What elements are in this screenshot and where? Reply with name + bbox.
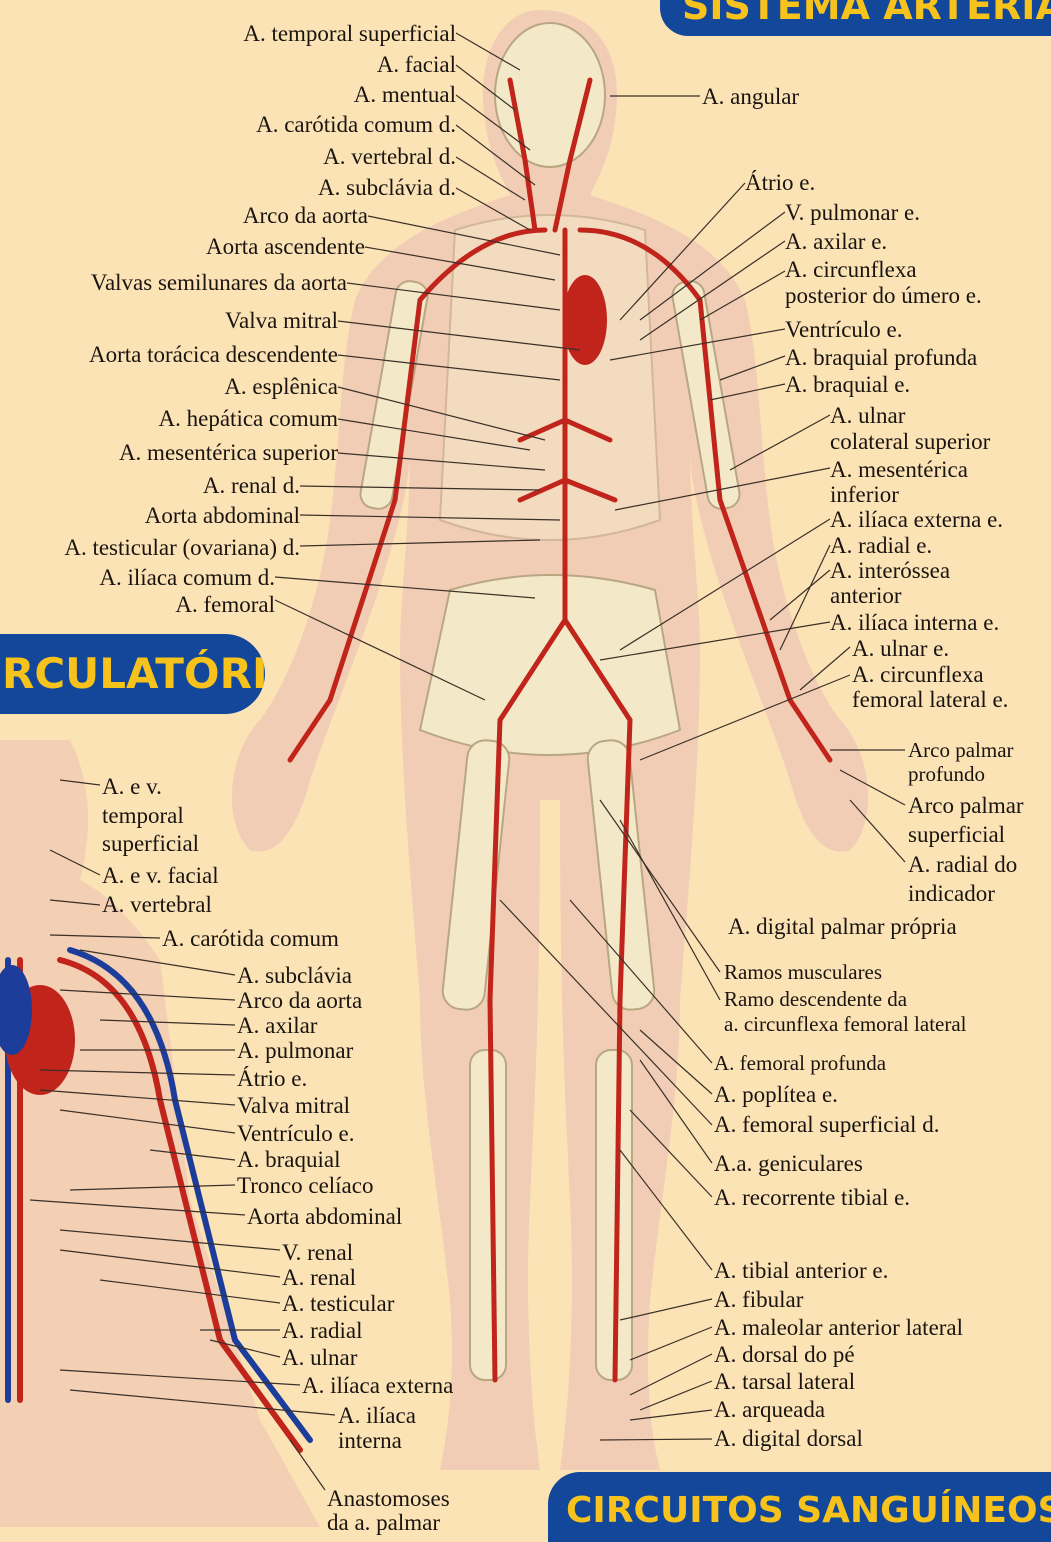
inset-label-pulmonar: A. pulmonar <box>237 1038 353 1063</box>
label-hepatica-comum: A. hepática comum <box>159 406 338 431</box>
banner-circulatorio: RCULATÓRIO <box>0 634 265 714</box>
label-recorrente-tibial-e: A. recorrente tibial e. <box>714 1185 910 1210</box>
label-ulnar-e: A. ulnar e. <box>852 636 949 661</box>
label-ramos-musculares: Ramos musculares <box>724 961 882 984</box>
label-arco-palmar-profundo-1: Arco palmar <box>908 739 1014 762</box>
banner-circuitos-sanguineos: CIRCUITOS SANGUÍNEOS <box>548 1472 1051 1542</box>
label-arco-da-aorta: Arco da aorta <box>243 203 368 228</box>
label-femoral: A. femoral <box>175 592 275 617</box>
label-geniculares: A.a. geniculares <box>714 1151 863 1176</box>
label-valva-mitral: Valva mitral <box>225 308 338 333</box>
label-fibular: A. fibular <box>714 1287 803 1312</box>
inset-label-valva-mitral: Valva mitral <box>237 1093 350 1118</box>
label-arco-palmar-superficial-2: superficial <box>908 822 1005 847</box>
inset-label-atrio-e: Átrio e. <box>237 1066 307 1091</box>
inset-label-v-renal: V. renal <box>282 1240 353 1265</box>
label-braquial-e: A. braquial e. <box>785 372 910 397</box>
label-iliaca-externa-e: A. ilíaca externa e. <box>830 507 1003 532</box>
label-mesenterica-inferior-1: A. mesentérica <box>830 457 968 482</box>
label-arco-palmar-profundo-2: profundo <box>908 763 985 786</box>
inset-label-iliaca-externa: A. ilíaca externa <box>302 1373 453 1398</box>
label-maleolar-anterior-lateral: A. maleolar anterior lateral <box>714 1315 963 1340</box>
label-poplitea-e: A. poplítea e. <box>714 1082 838 1107</box>
inset-label-temporal-2: temporal <box>102 803 184 828</box>
label-femoral-superficial-d: A. femoral superficial d. <box>714 1112 939 1137</box>
label-temporal-superficial: A. temporal superficial <box>243 21 456 46</box>
label-ramo-descendente-2: a. circunflexa femoral lateral <box>724 1013 967 1036</box>
label-mentual: A. mentual <box>354 82 456 107</box>
label-ulnar-colateral-1: A. ulnar <box>830 403 905 428</box>
label-digital-palmar-propria: A. digital palmar própria <box>728 914 957 939</box>
inset-label-vertebral: A. vertebral <box>102 892 212 917</box>
label-angular: A. angular <box>702 84 799 109</box>
inset-label-iliaca-interna-2: interna <box>338 1428 402 1453</box>
label-axilar-e: A. axilar e. <box>785 229 887 254</box>
label-mesenterica-inferior-2: inferior <box>830 482 899 507</box>
banner-sistema-arterial: SISTEMA ARTERIAL <box>660 0 1051 36</box>
inset-label-testicular: A. testicular <box>282 1291 394 1316</box>
label-v-pulmonar-e: V. pulmonar e. <box>785 200 920 225</box>
inset-label-arco-da-aorta: Arco da aorta <box>237 988 362 1013</box>
inset-label-temporal-3: superficial <box>102 831 199 856</box>
inset-label-temporal-1: A. e v. <box>102 774 162 799</box>
label-circunflexa-femoral-1: A. circunflexa <box>852 662 984 687</box>
label-circunflexa-posterior-2: posterior do úmero e. <box>785 283 982 308</box>
inset-label-facial: A. e v. facial <box>102 863 219 888</box>
inset-label-tronco-celiaco: Tronco celíaco <box>237 1173 373 1198</box>
label-ramo-descendente-1: Ramo descendente da <box>724 988 907 1011</box>
label-valvas-semilunares: Valvas semilunares da aorta <box>91 270 347 295</box>
label-radial-e: A. radial e. <box>830 533 932 558</box>
inset-label-radial: A. radial <box>282 1318 362 1343</box>
label-iliaca-comum-d: A. ilíaca comum d. <box>99 565 275 590</box>
label-iliaca-interna-e: A. ilíaca interna e. <box>830 610 999 635</box>
label-arco-palmar-superficial-1: Arco palmar <box>908 793 1024 818</box>
label-interossea-2: anterior <box>830 583 902 608</box>
label-aorta-toracica-descendente: Aorta torácica descendente <box>89 342 338 367</box>
label-carotida-comum-d: A. carótida comum d. <box>256 112 456 137</box>
label-subclavia-d: A. subclávia d. <box>318 175 456 200</box>
label-tarsal-lateral: A. tarsal lateral <box>714 1369 855 1394</box>
inset-label-anastomoses-1: Anastomoses <box>327 1486 450 1511</box>
label-radial-indicador-2: indicador <box>908 881 995 906</box>
inset-label-anastomoses-2: da a. palmar <box>327 1510 440 1535</box>
label-testicular-d: A. testicular (ovariana) d. <box>64 535 300 560</box>
label-digital-dorsal: A. digital dorsal <box>714 1426 863 1451</box>
label-renal-d: A. renal d. <box>203 473 300 498</box>
label-radial-indicador-1: A. radial do <box>908 852 1017 877</box>
label-interossea-1: A. interóssea <box>830 558 950 583</box>
label-circunflexa-posterior-1: A. circunflexa <box>785 257 917 282</box>
label-atrio-e: Átrio e. <box>745 170 815 195</box>
label-facial: A. facial <box>377 52 456 77</box>
inset-label-ulnar: A. ulnar <box>282 1345 357 1370</box>
label-circunflexa-femoral-2: femoral lateral e. <box>852 687 1008 712</box>
label-mesenterica-superior: A. mesentérica superior <box>119 440 338 465</box>
label-esplenica: A. esplênica <box>224 374 338 399</box>
label-braquial-profunda: A. braquial profunda <box>785 345 977 370</box>
inset-label-aorta-abdominal: Aorta abdominal <box>247 1204 402 1229</box>
label-dorsal-do-pe: A. dorsal do pé <box>714 1342 855 1367</box>
inset-label-ventriculo-e: Ventrículo e. <box>237 1121 355 1146</box>
label-aorta-ascendente: Aorta ascendente <box>206 234 365 259</box>
inset-label-renal: A. renal <box>282 1265 356 1290</box>
label-tibial-anterior-e: A. tibial anterior e. <box>714 1258 888 1283</box>
label-vertebral-d: A. vertebral d. <box>323 144 456 169</box>
inset-label-axilar: A. axilar <box>237 1013 317 1038</box>
inset-label-braquial: A. braquial <box>237 1147 340 1172</box>
inset-label-subclavia: A. subclávia <box>237 963 352 988</box>
label-ulnar-colateral-2: colateral superior <box>830 429 990 454</box>
label-aorta-abdominal: Aorta abdominal <box>145 503 300 528</box>
inset-label-carotida-comum: A. carótida comum <box>162 926 339 951</box>
inset-label-iliaca-interna-1: A. ilíaca <box>338 1403 416 1428</box>
label-femoral-profunda: A. femoral profunda <box>714 1052 886 1075</box>
label-arqueada: A. arqueada <box>714 1397 825 1422</box>
label-ventriculo-e: Ventrículo e. <box>785 317 903 342</box>
